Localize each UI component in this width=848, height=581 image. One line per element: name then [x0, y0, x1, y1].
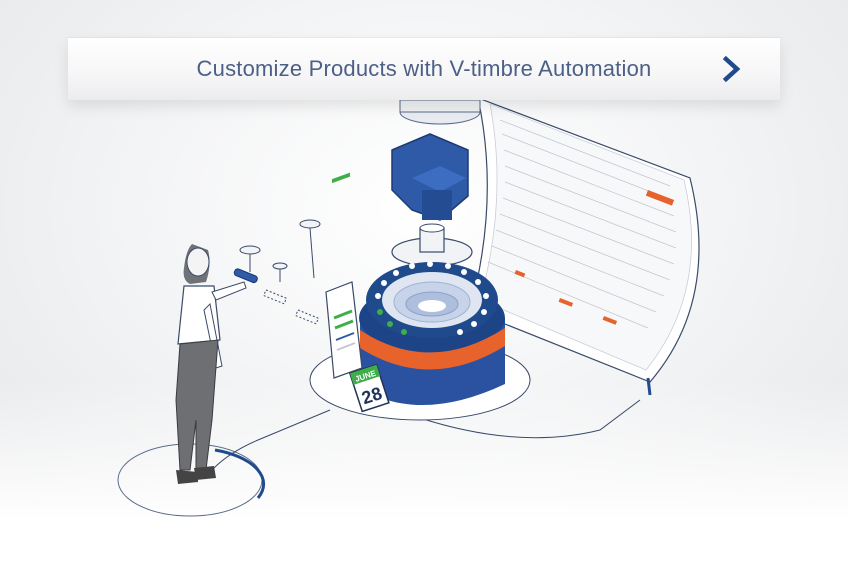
welding-machine [309, 261, 531, 421]
tablet-display [325, 172, 363, 379]
floor-arc [214, 448, 266, 499]
operator-figure [175, 244, 247, 484]
automation-illustration: JUNE 28 [117, 97, 700, 517]
chevron-right-icon[interactable] [720, 56, 744, 82]
flange-part [391, 223, 473, 267]
software-screen [469, 97, 700, 396]
robot-gripper [391, 99, 481, 221]
promo-banner[interactable]: Customize Products with V-timbre Automat… [68, 38, 780, 100]
calendar-icon: JUNE 28 [348, 363, 390, 413]
banner-title: Customize Products with V-timbre Automat… [196, 56, 652, 81]
floating-parts [233, 219, 321, 325]
